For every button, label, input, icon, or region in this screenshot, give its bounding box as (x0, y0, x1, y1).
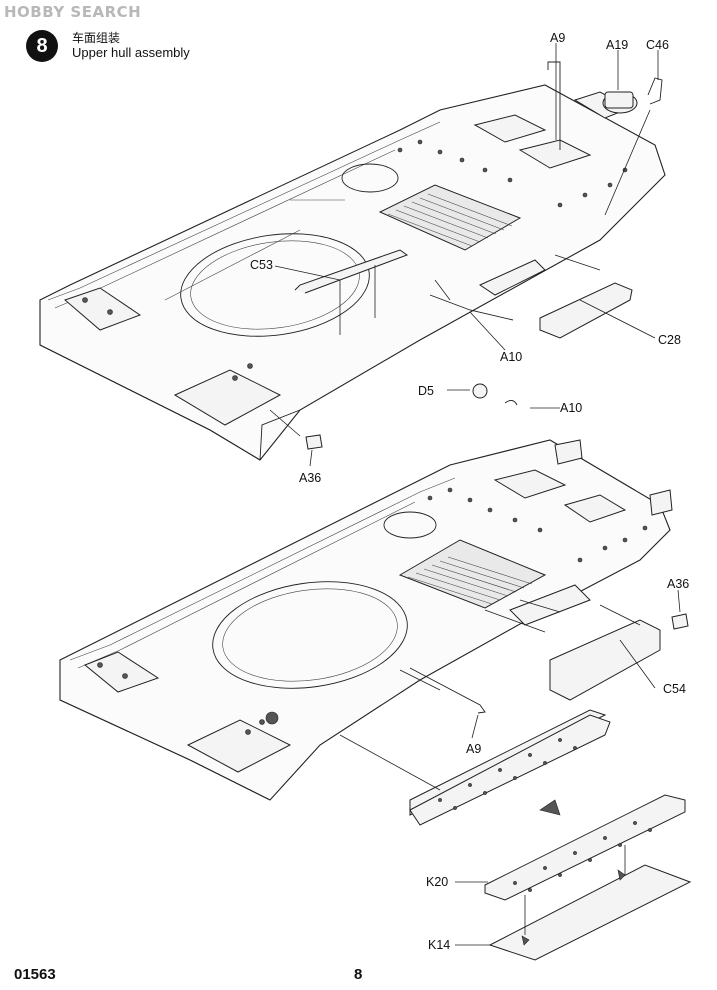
callout-c46: C46 (646, 38, 669, 52)
step-number-badge: 8 (26, 30, 58, 62)
upper-hull-lower-view (59, 439, 673, 801)
callout-a36-top: A36 (299, 471, 322, 485)
bottom-leader-lines (339, 589, 681, 946)
top-parts (294, 61, 663, 450)
page-number: 8 (354, 966, 363, 983)
callout-c54: C54 (663, 682, 686, 696)
callout-a36-bottom: A36 (667, 577, 690, 591)
callout-a10-low: A10 (560, 401, 583, 415)
bottom-parts (409, 584, 692, 961)
callout-k14: K14 (428, 938, 451, 952)
watermark: HOBBY SEARCH (4, 3, 142, 21)
callout-d5: D5 (418, 384, 434, 398)
callout-a19: A19 (606, 38, 629, 52)
callout-a10-mid: A10 (500, 350, 523, 364)
product-code: 01563 (14, 966, 56, 983)
callout-c53: C53 (250, 258, 273, 272)
callout-a9-top: A9 (550, 31, 566, 45)
top-leader-lines (269, 43, 659, 467)
callout-k20: K20 (426, 875, 449, 889)
step-title-en: Upper hull assembly (72, 45, 190, 60)
callout-a9-bottom: A9 (466, 742, 482, 756)
step-title-cn: 车面组装 (72, 31, 121, 45)
callout-c28: C28 (658, 333, 681, 347)
